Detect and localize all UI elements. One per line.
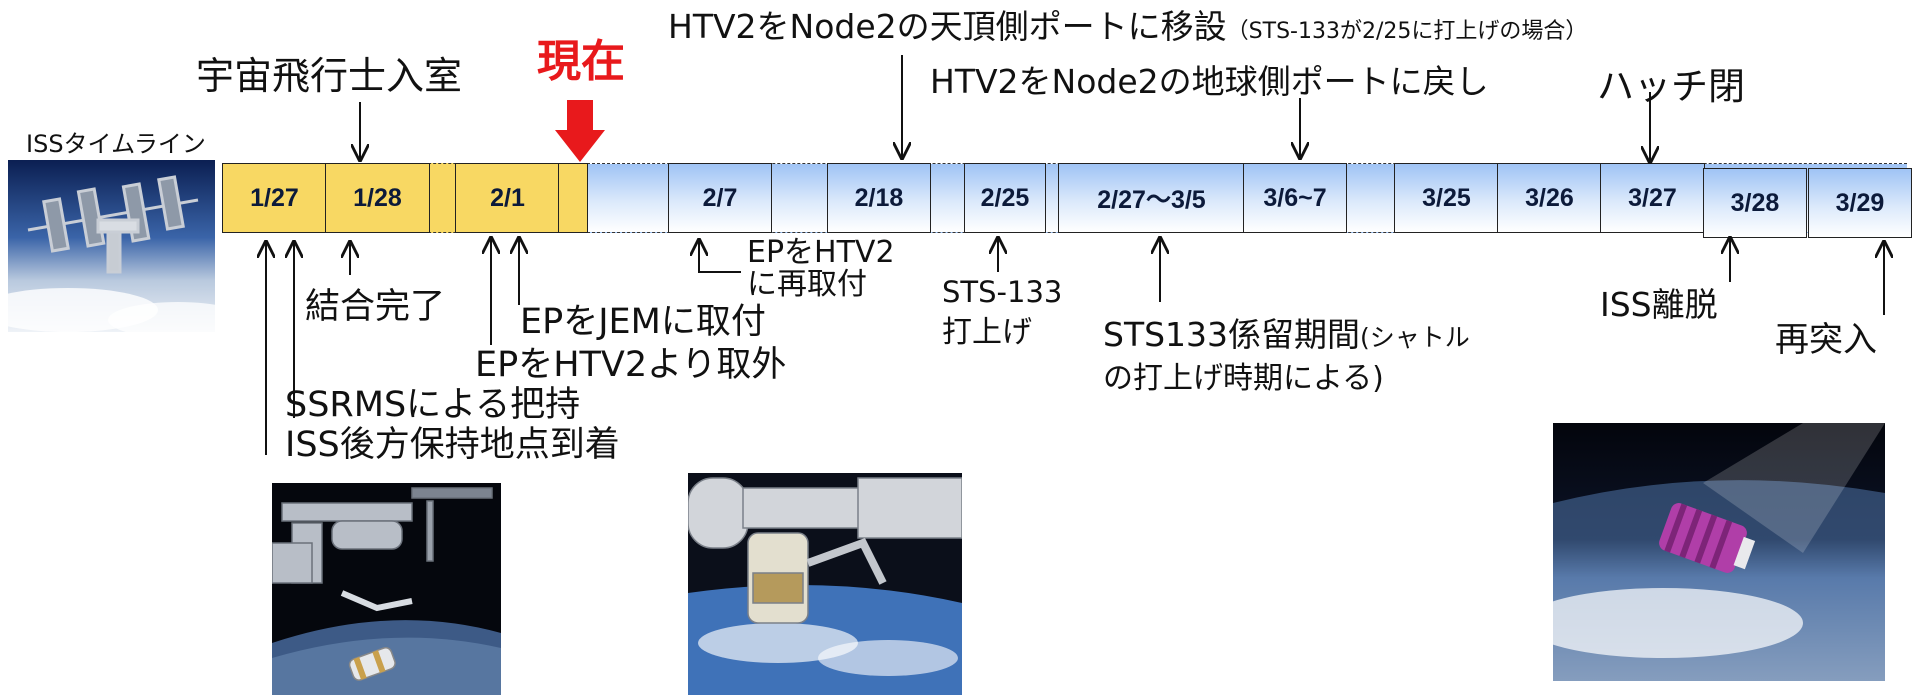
label-sts133-docked-2: の打上げ時期による) [1103, 361, 1384, 396]
label-move-zenith-main: HTV2をNode2の天頂側ポートに移設 [668, 7, 1227, 46]
label-move-nadir: HTV2をNode2の地球側ポートに戻し [930, 62, 1489, 101]
label-iss-hold-point: ISS後方保持地点到着 [285, 425, 620, 465]
label-ep-to-jem: EPをJEMに取付 [520, 302, 766, 342]
label-ep-reinstall-2: に再取付 [747, 267, 867, 302]
date-cell-blank [558, 163, 588, 233]
label-berthing-complete: 結合完了 [305, 287, 446, 327]
now-label: 現在 [537, 36, 625, 87]
date-cell-2-7: 2/7 [668, 163, 772, 233]
date-cell-1-28: 1/28 [325, 163, 430, 233]
htv2-approach-photo [272, 483, 501, 695]
htv2-berthed-photo [688, 473, 962, 695]
date-cell-3-6-7: 3/6~7 [1243, 163, 1347, 233]
now-arrow [555, 100, 605, 162]
label-ep-from-htv2: EPをHTV2より取外 [475, 345, 787, 385]
label-ssrms-capture: SSRMSによる把持 [285, 385, 581, 425]
date-cell-2-27-3-5: 2/27〜3/5 [1058, 163, 1245, 233]
timeline-title: ISSタイムライン [26, 130, 206, 158]
label-astronaut-ingress: 宇宙飛行士入室 [196, 54, 463, 98]
label-reentry: 再突入 [1775, 320, 1877, 360]
label-sts133-docked-note: (シャトル [1360, 323, 1470, 352]
label-move-zenith: HTV2をNode2の天頂側ポートに移設（STS-133が2/25に打上げの場合… [668, 10, 1587, 43]
date-cell-3-26: 3/26 [1497, 163, 1602, 233]
date-cell-2-18: 2/18 [827, 163, 931, 233]
date-cell-3-27: 3/27 [1600, 163, 1705, 233]
date-cell-1-27: 1/27 [222, 163, 327, 233]
date-cell-2-1: 2/1 [455, 163, 560, 233]
date-cell-3-28: 3/28 [1703, 168, 1807, 238]
label-move-zenith-note: （STS-133が2/25に打上げの場合） [1226, 19, 1588, 44]
label-sts133-docked-1: STS133係留期間(シャトル [1103, 318, 1470, 351]
htv2-reentry-photo [1553, 423, 1885, 681]
label-sts133-launch-1: STS-133 [942, 275, 1063, 309]
date-cell-3-29: 3/29 [1808, 168, 1912, 238]
iss-photo [8, 160, 215, 332]
label-sts133-docked-main: STS133係留期間 [1103, 315, 1361, 354]
date-cell-2-25: 2/25 [964, 163, 1046, 233]
label-ep-reinstall-1: EPをHTV2 [747, 235, 895, 270]
date-cell-3-25: 3/25 [1394, 163, 1499, 233]
label-sts133-launch-2: 打上げ [942, 315, 1032, 350]
label-hatch-close: ハッチ閉 [1597, 65, 1745, 108]
label-iss-departure: ISS離脱 [1600, 285, 1718, 324]
